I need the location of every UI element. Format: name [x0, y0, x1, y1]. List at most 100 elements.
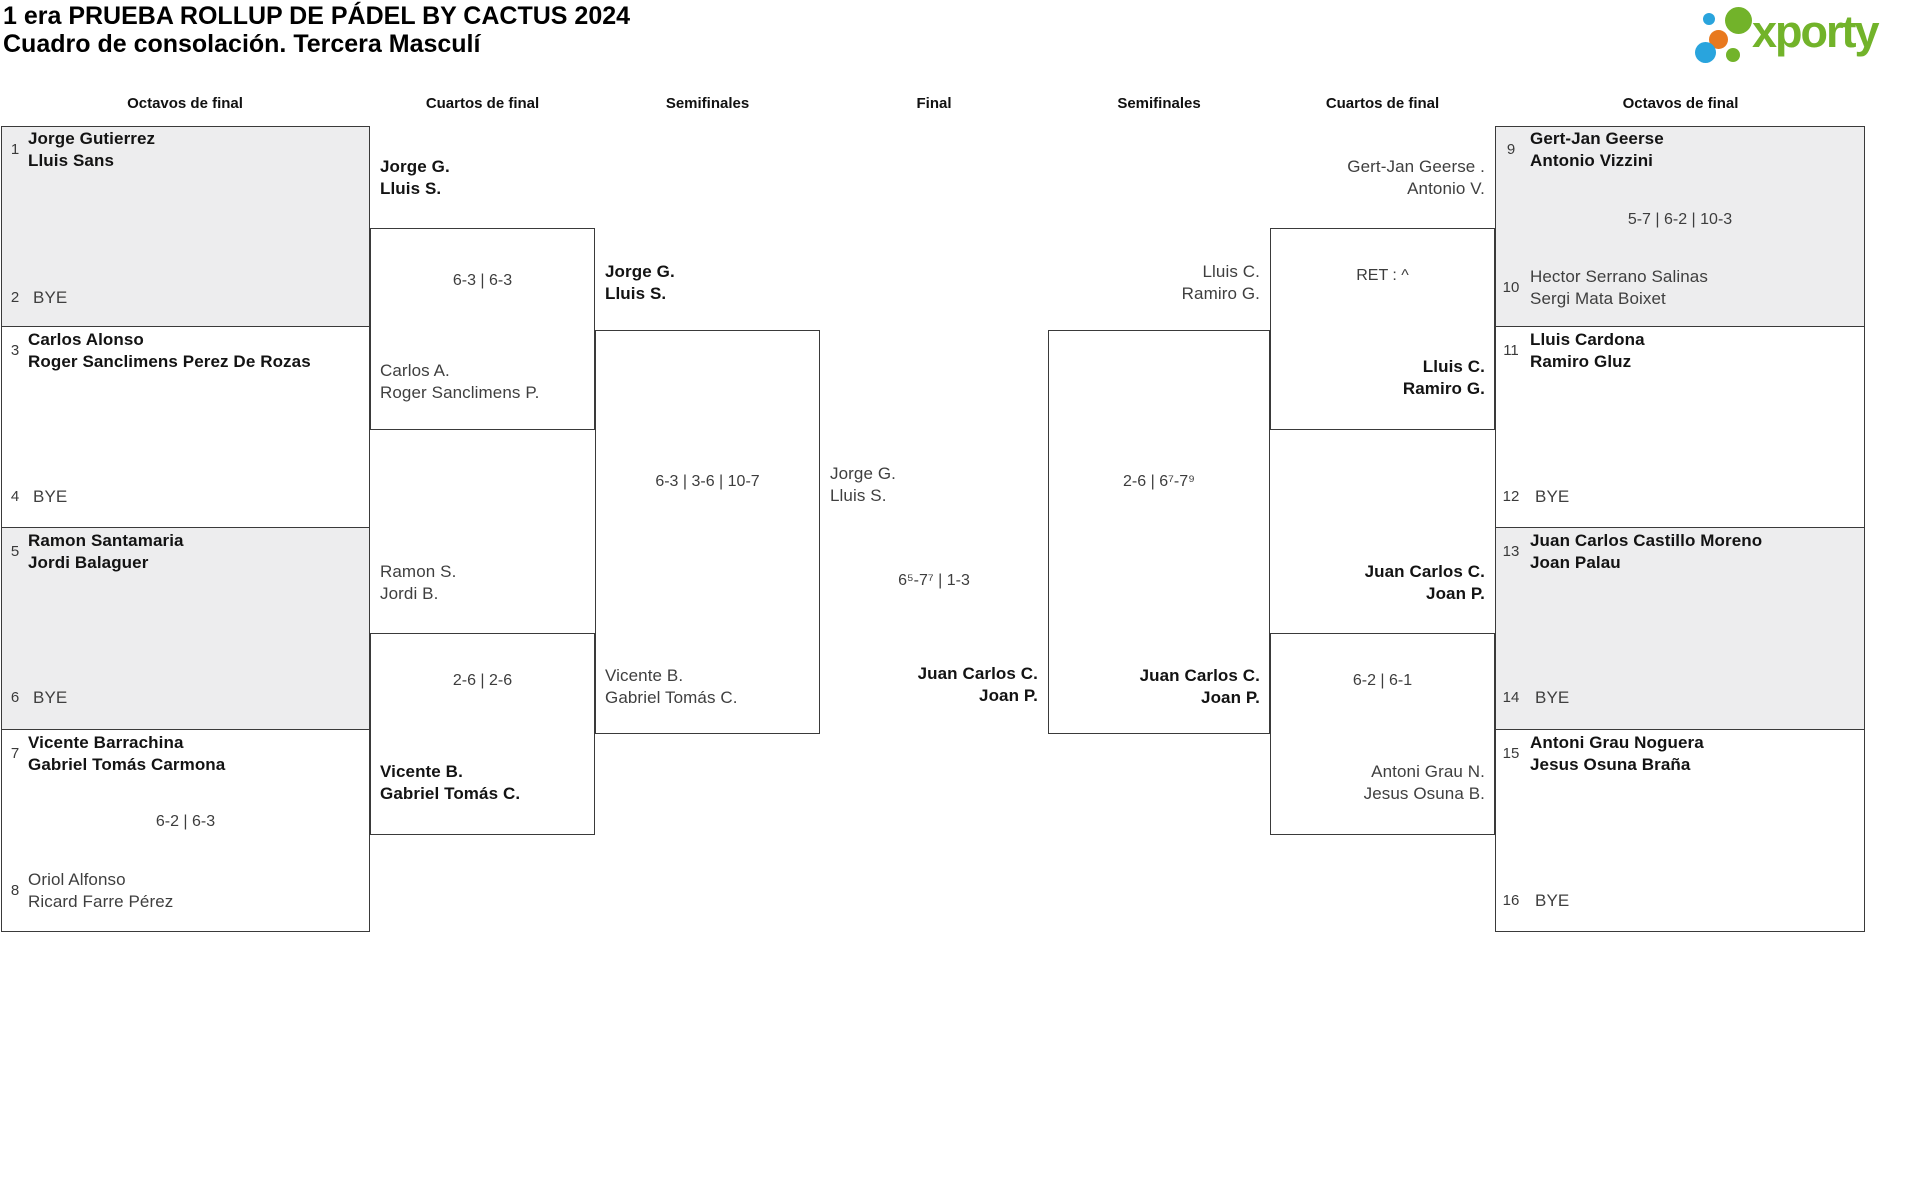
player-name: Jorge G.: [380, 157, 450, 176]
match-box-r16-5: [1495, 126, 1865, 327]
tournament-title: 1 era PRUEBA ROLLUP DE PÁDEL BY CACTUS 2…: [3, 2, 631, 30]
seed-number: 11: [1503, 342, 1519, 359]
player-name: Joan P.: [1201, 688, 1260, 707]
team-entry: BYE: [33, 287, 67, 309]
player-name: Juan Carlos C.: [1364, 562, 1485, 581]
team-entry: Carlos A. Roger Sanclimens P.: [380, 360, 539, 404]
team-entry: Jorge G. Lluis S.: [380, 156, 450, 200]
player-name: Ramiro G.: [1402, 379, 1485, 398]
seed-number: 15: [1502, 745, 1520, 762]
player-name: Juan Carlos C.: [917, 664, 1038, 683]
round-header-octavos-right: Octavos de final: [1622, 95, 1739, 112]
match-frame-qf-right-bottom: [1270, 633, 1495, 835]
logo-dot-orange: [1709, 30, 1728, 49]
player-name: Lluis S.: [380, 179, 442, 198]
team-entry: Gert-Jan Geerse Antonio Vizzini: [1530, 128, 1664, 172]
team-entry: Carlos Alonso Roger Sanclimens Perez De …: [28, 329, 311, 373]
player-name: Vicente Barrachina: [28, 733, 184, 752]
player-name: Antoni Grau N.: [1371, 762, 1485, 781]
team-entry: Oriol Alfonso Ricard Farre Pérez: [28, 869, 173, 913]
team-entry: Juan Carlos C. Joan P.: [1048, 665, 1260, 709]
player-name: Juan Carlos C.: [1139, 666, 1260, 685]
round-header-final: Final: [916, 95, 952, 112]
team-entry: Ramon Santamaria Jordi Balaguer: [28, 530, 184, 574]
player-name: Hector Serrano Salinas: [1530, 267, 1708, 286]
logo-dot-green-small: [1726, 48, 1740, 62]
match-score: 6-3 | 6-3: [452, 272, 513, 289]
match-frame-qf-left-bottom: [370, 633, 595, 835]
player-name: Oriol Alfonso: [28, 870, 126, 889]
bye-label: BYE: [1535, 891, 1570, 910]
xporty-logo[interactable]: xporty: [1686, 0, 1918, 66]
team-entry: Gert-Jan Geerse . Antonio V.: [1270, 156, 1485, 200]
player-name: Jorge G.: [830, 464, 896, 483]
seed-number: 5: [10, 543, 20, 560]
match-frame-qf-right-top: [1270, 228, 1495, 430]
player-name: Joan P.: [979, 686, 1038, 705]
match-score: 6-2 | 6-1: [1352, 672, 1413, 689]
team-entry: Lluis Cardona Ramiro Gluz: [1530, 329, 1645, 373]
team-entry: BYE: [33, 687, 67, 709]
player-name: Lluis Sans: [28, 151, 115, 170]
player-name: Jesus Osuna Braña: [1530, 755, 1691, 774]
team-entry: Juan Carlos C. Joan P.: [820, 663, 1038, 707]
round-header-semis-left: Semifinales: [665, 95, 750, 112]
seed-number: 2: [10, 289, 20, 306]
team-entry: Vicente Barrachina Gabriel Tomás Carmona: [28, 732, 225, 776]
match-score: RET : ^: [1356, 267, 1409, 284]
team-entry: BYE: [33, 486, 67, 508]
player-name: Ramiro G.: [1181, 284, 1260, 303]
round-header-octavos-left: Octavos de final: [127, 95, 243, 112]
player-name: Vicente B.: [605, 666, 684, 685]
round-header-semis-right: Semifinales: [1117, 95, 1201, 112]
seed-number: 4: [10, 488, 20, 505]
team-entry: Ramon S. Jordi B.: [380, 561, 456, 605]
bye-label: BYE: [33, 288, 68, 307]
match-score: 2-6 | 6⁷-7⁹: [1123, 473, 1195, 490]
seed-number: 6: [10, 689, 20, 706]
player-name: Ramon S.: [380, 562, 457, 581]
match-score: 6-2 | 6-3: [155, 813, 216, 830]
team-entry: Jorge G. Lluis S.: [605, 261, 675, 305]
team-entry: Vicente B. Gabriel Tomás C.: [380, 761, 520, 805]
bye-label: BYE: [1535, 688, 1570, 707]
player-name: Antoni Grau Noguera: [1530, 733, 1704, 752]
team-entry: Hector Serrano Salinas Sergi Mata Boixet: [1530, 266, 1708, 310]
seed-number: 16: [1502, 892, 1520, 909]
match-box-r16-1: [1, 126, 370, 327]
player-name: Jorge G.: [605, 262, 675, 281]
team-entry: BYE: [1535, 687, 1569, 709]
player-name: Jorge Gutierrez: [28, 129, 156, 148]
match-box-r16-7: [1495, 528, 1865, 730]
match-score: 5-7 | 6-2 | 10-3: [1627, 211, 1733, 228]
match-score: 6-3 | 3-6 | 10-7: [655, 473, 760, 490]
match-box-r16-8: [1495, 730, 1865, 932]
player-name: Vicente B.: [380, 762, 463, 781]
seed-number: 8: [10, 882, 20, 899]
match-frame-sf-left: [595, 330, 820, 734]
logo-dot-green-large: [1725, 7, 1752, 34]
player-name: Antonio V.: [1407, 179, 1485, 198]
player-name: Lluis C.: [1422, 357, 1485, 376]
match-frame-sf-right: [1048, 330, 1270, 734]
seed-number: 12: [1502, 488, 1520, 505]
logo-dot-blue-small: [1703, 13, 1715, 25]
seed-number: 7: [10, 745, 20, 762]
player-name: Jordi B.: [380, 584, 439, 603]
player-name: Gert-Jan Geerse .: [1347, 157, 1485, 176]
seed-number: 14: [1502, 689, 1520, 706]
seed-number: 1: [10, 141, 20, 158]
player-name: Ramon Santamaria: [28, 531, 184, 550]
player-name: Jordi Balaguer: [28, 553, 149, 572]
team-entry: Jorge Gutierrez Lluis Sans: [28, 128, 155, 172]
team-entry: Lluis C. Ramiro G.: [1270, 356, 1485, 400]
player-name: Gabriel Tomás C.: [380, 784, 521, 803]
logo-wordmark: xporty: [1752, 6, 1880, 57]
round-header-cuartos-right: Cuartos de final: [1325, 95, 1440, 112]
match-box-r16-6: [1495, 327, 1865, 528]
logo-dot-blue-large: [1695, 42, 1716, 63]
team-entry: Juan Carlos Castillo Moreno Joan Palau: [1530, 530, 1762, 574]
player-name: Carlos A.: [380, 361, 450, 380]
match-box-r16-4: [1, 730, 370, 932]
